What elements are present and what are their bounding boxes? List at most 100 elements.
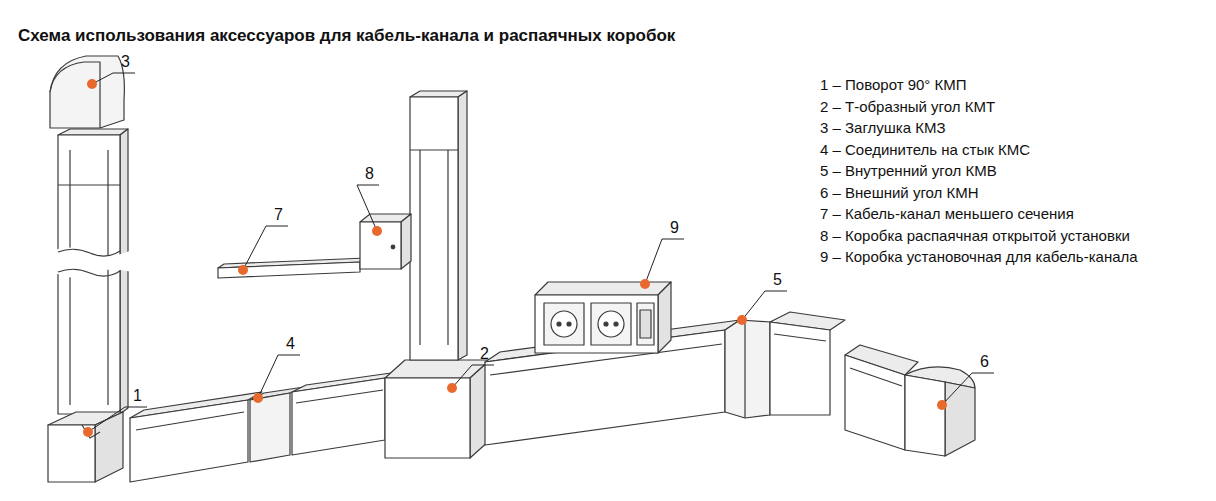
channel-part xyxy=(391,245,395,249)
channel-part xyxy=(48,56,975,482)
channel-part xyxy=(136,412,244,430)
label-holder: 8 – Коробка распаячная открытой установк… xyxy=(820,227,1130,245)
channel-part xyxy=(419,150,420,345)
legend-line: 6 – Внешний угол КМН xyxy=(820,184,979,202)
callout-dot xyxy=(87,79,97,89)
channel-part xyxy=(458,91,467,360)
callout-number: 2 xyxy=(480,344,489,363)
channel-part xyxy=(551,311,577,337)
channel-part xyxy=(725,320,770,418)
callout-dot xyxy=(83,427,93,437)
channel-part xyxy=(744,322,745,418)
label-holder: 9 – Коробка установочная для кабель-кана… xyxy=(820,248,1138,266)
callout-dot xyxy=(937,400,947,410)
label-holder: 1 – Поворот 90° КМП xyxy=(820,76,967,94)
label-holder: 4 xyxy=(286,334,295,353)
label-holder: 3 xyxy=(121,52,130,71)
channel-part xyxy=(69,150,70,405)
channel-part xyxy=(218,262,360,278)
channel-part xyxy=(58,129,128,135)
legend-line: 9 – Коробка установочная для кабель-кана… xyxy=(820,248,1138,266)
channel-part xyxy=(107,150,108,405)
leader-line xyxy=(942,373,994,405)
channel-part xyxy=(401,214,411,269)
diagram-title: Схема использования аксессуаров для кабе… xyxy=(18,26,675,46)
legend-line: 2 – Т-образный угол КМТ xyxy=(820,98,995,116)
channel-part xyxy=(95,412,123,482)
legend-line: 7 – Кабель-канал меньшего сечения xyxy=(820,205,1074,223)
channel-part xyxy=(82,425,100,438)
leader-line xyxy=(452,365,494,388)
leader-line xyxy=(357,185,379,231)
label-holder: 6 – Внешний угол КМН xyxy=(820,184,979,202)
channel-part xyxy=(58,184,120,185)
channel-part xyxy=(130,400,248,482)
label-holder: 5 xyxy=(773,270,782,289)
channel-part xyxy=(50,62,100,128)
label-holder: 2 xyxy=(480,344,489,363)
channel-part xyxy=(58,269,120,276)
callout-number: 6 xyxy=(980,352,989,371)
callout-number: 9 xyxy=(670,218,679,237)
callout-dot xyxy=(447,383,457,393)
label-holder: 5 – Внутренний угол КМВ xyxy=(820,162,997,180)
channel-part xyxy=(604,322,608,326)
callout-number: 3 xyxy=(121,52,130,71)
channel-part xyxy=(292,378,385,455)
channel-part xyxy=(410,97,458,360)
channel-part xyxy=(250,393,290,462)
label-holder: 2 – Т-образный угол КМТ xyxy=(820,98,995,116)
title-holder: Схема использования аксессуаров для кабе… xyxy=(18,26,675,46)
channel-part xyxy=(637,303,654,345)
channel-part xyxy=(48,425,95,482)
channel-part xyxy=(850,368,902,386)
channel-part xyxy=(567,322,571,326)
callout-dot xyxy=(238,265,248,275)
channel-part xyxy=(640,310,651,338)
label-holder: 3 – Заглушка КМЗ xyxy=(820,119,946,137)
legend-line: 4 – Соединитель на стык КМС xyxy=(820,141,1030,159)
leader-line xyxy=(742,291,787,320)
callout-number: 4 xyxy=(286,334,295,353)
callout-dot xyxy=(640,279,650,289)
legend-line: 8 – Коробка распаячная открытой установк… xyxy=(820,227,1130,245)
channel-part xyxy=(535,282,671,295)
label-holder: 8 xyxy=(365,164,374,183)
channel-part xyxy=(598,311,624,337)
channel-part xyxy=(614,322,618,326)
callout-dot xyxy=(253,393,263,403)
channel-part xyxy=(296,390,383,403)
channel-part xyxy=(544,303,584,345)
leader-line xyxy=(92,73,135,84)
channel-part xyxy=(535,295,658,353)
channel-part xyxy=(360,222,401,269)
callout-dot xyxy=(737,315,747,325)
channel-part xyxy=(385,378,470,458)
label-holder: 7 xyxy=(274,205,283,224)
callout-number: 1 xyxy=(133,386,142,405)
channel-part xyxy=(58,249,120,256)
callout-number: 8 xyxy=(365,164,374,183)
channel-part xyxy=(50,56,124,128)
callout-dot xyxy=(372,226,382,236)
legend-line: 5 – Внутренний угол КМВ xyxy=(820,162,997,180)
legend-line: 1 – Поворот 90° КМП xyxy=(820,76,967,94)
channel-part xyxy=(120,129,128,414)
label-holder: 6 xyxy=(980,352,989,371)
channel-part xyxy=(845,355,905,450)
leader-line xyxy=(88,407,147,432)
channel-part xyxy=(770,322,830,415)
label-holder: 9 xyxy=(670,218,679,237)
leader-line xyxy=(645,239,684,284)
channel-part xyxy=(447,150,448,345)
leader-line xyxy=(243,226,288,270)
label-holder: 4 – Соединитель на стык КМС xyxy=(820,141,1030,159)
channel-part xyxy=(410,149,458,150)
channel-part xyxy=(557,322,561,326)
leader-line xyxy=(258,355,300,398)
callout-number: 7 xyxy=(274,205,283,224)
label-holder: 7 – Кабель-канал меньшего сечения xyxy=(820,205,1074,223)
legend-line: 3 – Заглушка КМЗ xyxy=(820,119,946,137)
channel-part xyxy=(774,334,826,341)
